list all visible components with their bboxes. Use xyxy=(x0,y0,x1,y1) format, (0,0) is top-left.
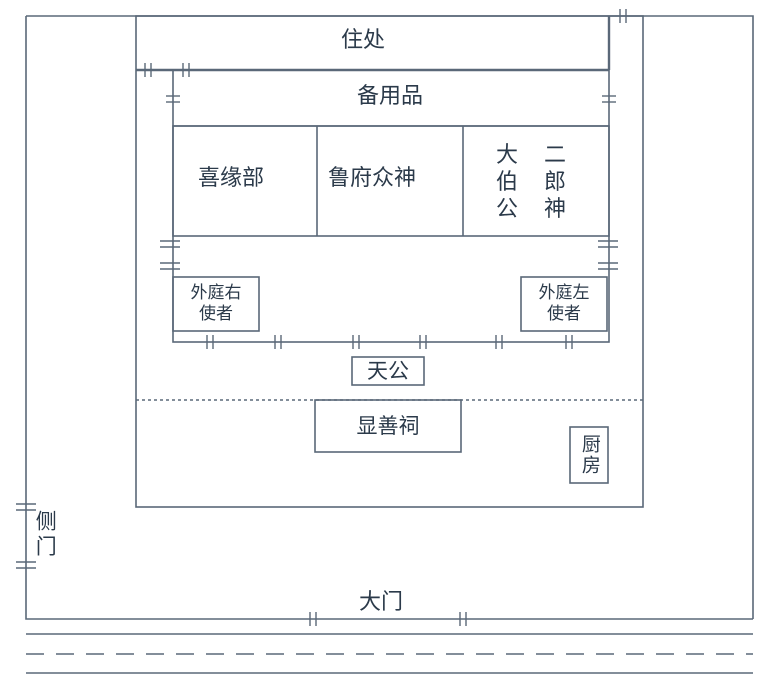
door-marks xyxy=(16,9,627,626)
kitchen-label: 厨房 xyxy=(578,434,601,476)
supplies-label: 备用品 xyxy=(357,84,424,109)
right-messenger-label: 外庭右 使者 xyxy=(190,282,242,324)
tiangong-label: 天公 xyxy=(367,358,409,383)
lufu-deities-label: 鲁府众神 xyxy=(328,166,417,191)
residence-label: 住处 xyxy=(341,28,386,53)
xianshan-temple-box xyxy=(314,399,462,453)
erlang-label-col1: 大 伯 公 xyxy=(496,143,519,222)
xianshan-temple-label: 显善祠 xyxy=(356,413,420,438)
xiyuanbu-label: 喜缘部 xyxy=(198,166,265,191)
main-gate-label: 大门 xyxy=(359,590,404,615)
kitchen-box xyxy=(569,426,609,484)
right-messenger-box xyxy=(172,276,260,332)
shrine-row xyxy=(172,125,610,237)
tiangong-box xyxy=(351,356,425,386)
temple-block xyxy=(135,15,644,508)
left-messenger-label: 外庭左 使者 xyxy=(538,282,590,324)
erlang-label-col2: 二 郎 神 xyxy=(544,143,567,222)
left-messenger-box xyxy=(520,276,608,332)
side-gate-label: 侧门 xyxy=(33,510,58,560)
